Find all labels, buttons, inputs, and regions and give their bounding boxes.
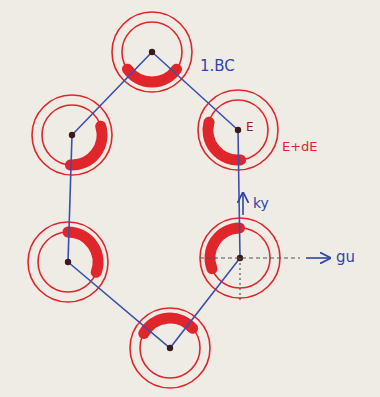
lattice-points <box>65 49 243 351</box>
annotation-label: E <box>244 121 256 135</box>
gu-arrow <box>306 257 330 259</box>
dotted-axis <box>239 258 240 300</box>
ky-arrow <box>242 193 244 215</box>
energy-circles <box>28 12 280 388</box>
annotation-label: 1.BC <box>198 58 237 75</box>
hexagon-edges <box>68 52 240 348</box>
annotation-label: gu <box>334 249 357 266</box>
annotation-label: ky <box>251 195 271 211</box>
annotation-label: E+dE <box>280 140 320 155</box>
dashed-axis <box>200 257 300 258</box>
